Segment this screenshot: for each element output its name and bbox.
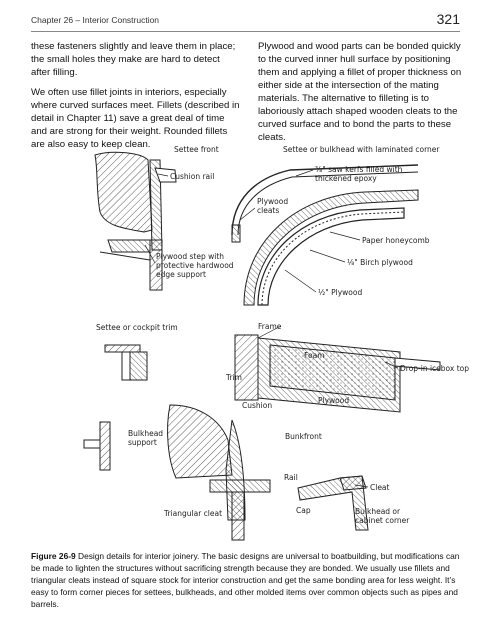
label-plywood-step: protective hardwood: [156, 261, 234, 270]
leader-lines: [144, 169, 399, 488]
label-plywood: Plywood: [318, 396, 349, 405]
label-cushion-rail: Cushion rail: [170, 172, 214, 181]
label-settee-bulkhead: Settee or bulkhead with laminated corner: [283, 145, 440, 154]
cabinet-corner-drawing: [297, 475, 369, 531]
header-chapter: Chapter 26 – Interior Construction: [31, 15, 160, 25]
label-plywood-cleats: Plywood: [257, 197, 288, 206]
label-plywood-step: Plywood step with: [156, 252, 224, 261]
header-rule: [31, 31, 460, 32]
caption-text: Design details for interior joinery. The…: [31, 551, 460, 609]
label-rail: Rail: [284, 473, 298, 482]
label-settee-cockpit-trim: Settee or cockpit trim: [96, 323, 178, 332]
settee-front-drawing: [94, 151, 177, 291]
paragraph: Plywood and wood parts can be bonded qui…: [258, 41, 462, 143]
label-paper-honeycomb: Paper honeycomb: [362, 236, 430, 245]
left-column: these fasteners slightly and leave them …: [31, 40, 241, 158]
label-triangular-cleat: Triangular cleat: [163, 509, 222, 518]
paragraph: We often use fillet joints in interiors,…: [31, 87, 240, 150]
figure-caption: Figure 26-9 Design details for interior …: [31, 550, 463, 610]
label-bulkhead-corner: Bulkhead or: [355, 507, 401, 516]
label-foam: Foam: [304, 351, 325, 360]
right-column: Plywood and wood parts can be bonded qui…: [258, 40, 462, 151]
cockpit-trim-drawing: [104, 344, 148, 381]
label-trim: Trim: [225, 373, 242, 382]
label-settee-front: Settee front: [174, 145, 219, 154]
bunkfront-drawing: [83, 404, 271, 541]
label-bulkhead-support: support: [128, 438, 157, 447]
label-frame: Frame: [258, 322, 282, 331]
label-cleat: Cleat: [370, 483, 390, 492]
label-bulkhead-support: Bulkhead: [128, 429, 163, 438]
label-bunkfront: Bunkfront: [285, 432, 322, 441]
caption-label: Figure 26-9: [31, 551, 76, 561]
label-plywood-cleats: cleats: [257, 206, 279, 215]
label-plywood-half: ½" Plywood: [318, 288, 362, 297]
label-drop-in-icebox: Drop-in icebox top: [400, 364, 469, 373]
page-number: 321: [436, 11, 460, 27]
laminated-corner-drawing: [231, 164, 419, 306]
label-saw-kerfs: ⅜" saw kerfs filled with: [315, 165, 403, 174]
label-saw-kerfs: thickened epoxy: [315, 174, 377, 183]
paragraph: these fasteners slightly and leave them …: [31, 41, 236, 78]
label-birch-plywood: ⅛" Birch plywood: [347, 258, 413, 267]
label-bulkhead-corner: cabinet corner: [355, 516, 410, 525]
icebox-drawing: [234, 334, 441, 413]
label-cushion: Cushion: [242, 401, 272, 410]
label-cap: Cap: [296, 506, 311, 515]
label-plywood-step: edge support: [156, 270, 206, 279]
